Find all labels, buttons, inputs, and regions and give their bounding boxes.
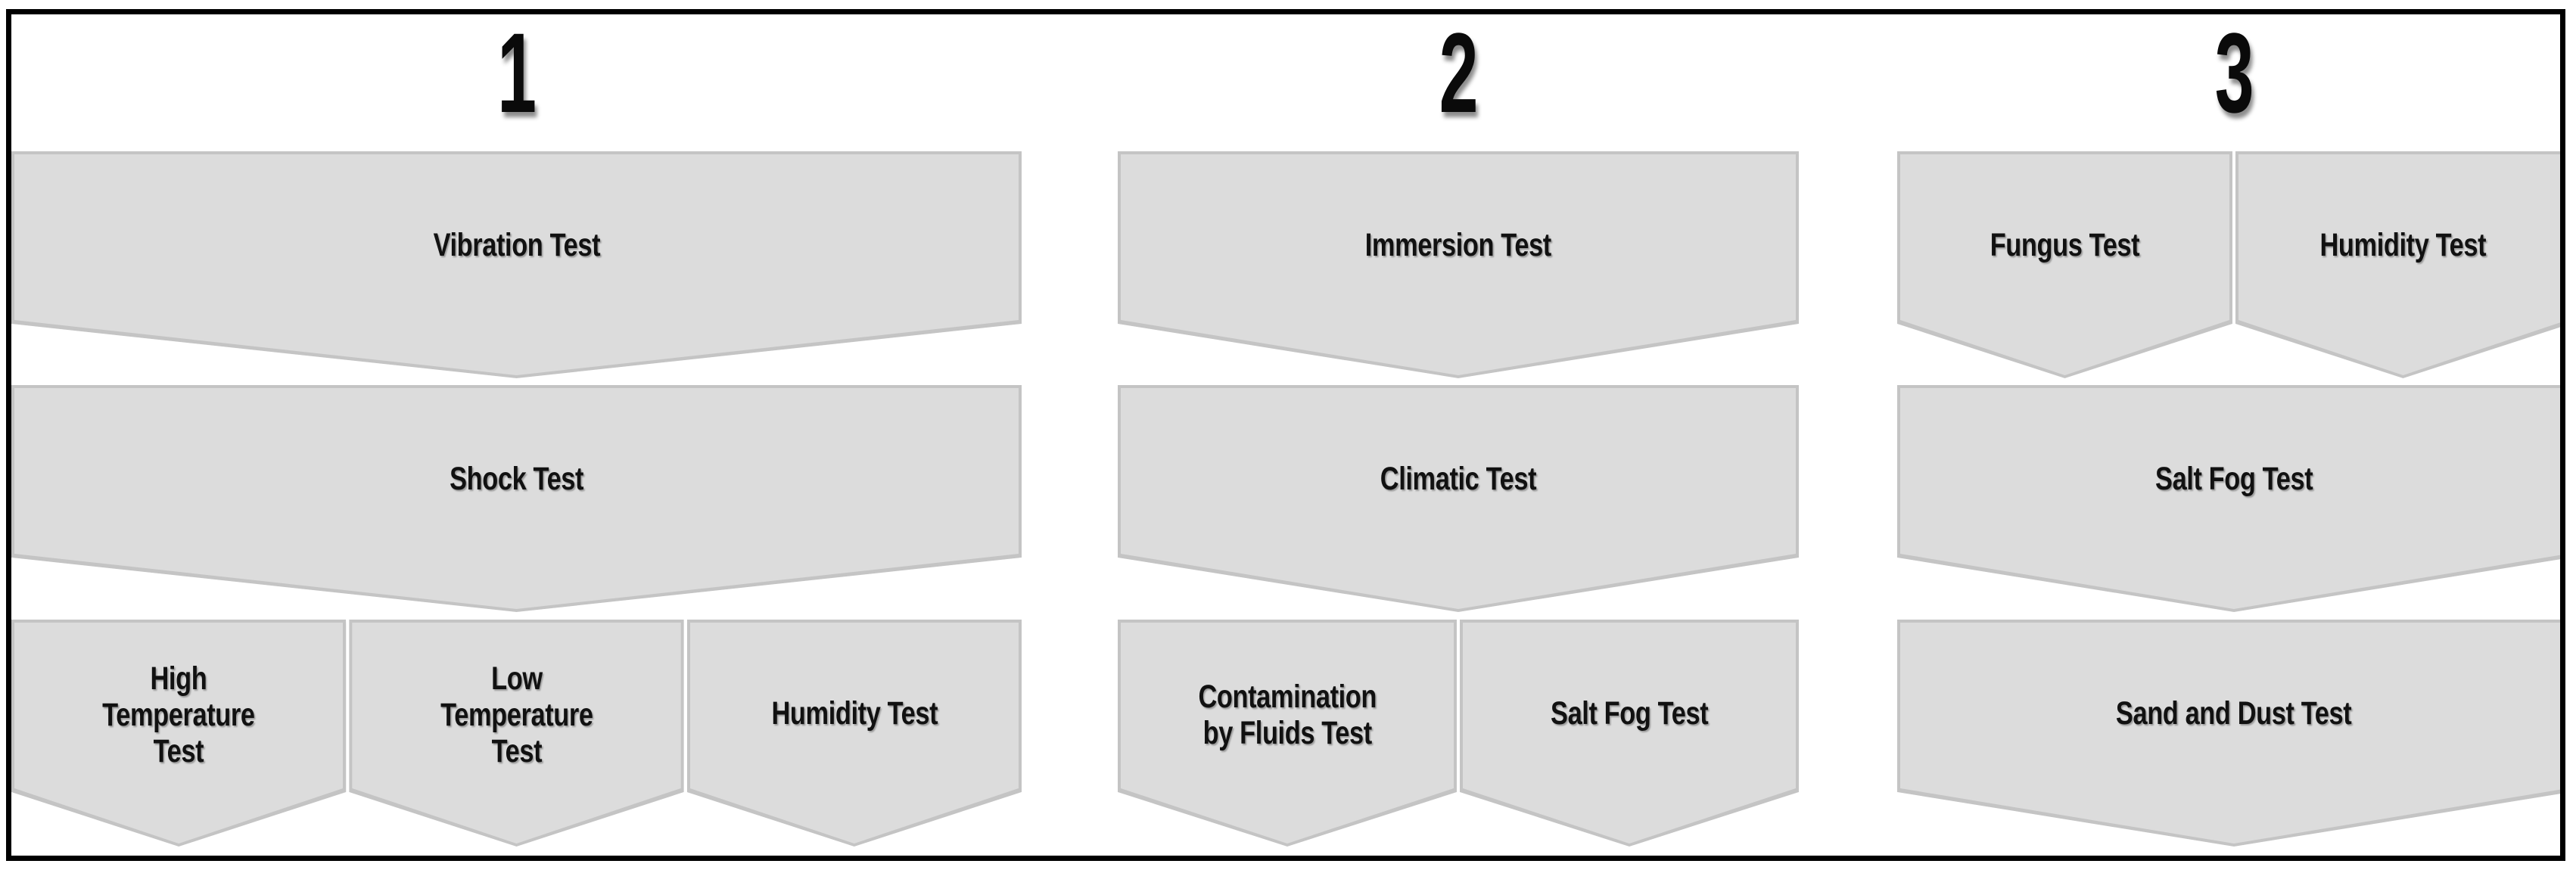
node-low-temperature-test-label: Low Temperature Test — [440, 660, 593, 770]
column-3-row-3: Sand and Dust Test — [1897, 620, 2560, 847]
node-salt-fog-test-col3-label: Salt Fog Test — [2154, 460, 2313, 497]
node-salt-fog-test-col2-label: Salt Fog Test — [1550, 694, 1709, 732]
column-1-row-3: High Temperature Test Low Temperature Te… — [11, 620, 1022, 847]
column-1-header-number: 1 — [497, 9, 537, 136]
node-high-temperature-test[interactable]: High Temperature Test — [11, 620, 347, 847]
column-3-header-number: 3 — [2214, 9, 2254, 136]
node-sand-and-dust-test[interactable]: Sand and Dust Test — [1897, 620, 2560, 847]
node-humidity-test-col3[interactable]: Humidity Test — [2235, 151, 2560, 378]
node-sand-and-dust-test-label: Sand and Dust Test — [2116, 694, 2352, 732]
column-1: 1 Vibration Test Shock Test High Tempera… — [11, 14, 1022, 856]
node-humidity-test-col3-label: Humidity Test — [2319, 226, 2487, 263]
node-climatic-test[interactable]: Climatic Test — [1118, 385, 1799, 612]
column-3-row-2: Salt Fog Test — [1897, 385, 2560, 612]
node-contamination-by-fluids-test[interactable]: Contamination by Fluids Test — [1118, 620, 1457, 847]
column-2-header-number: 2 — [1439, 9, 1479, 136]
node-fungus-test[interactable]: Fungus Test — [1897, 151, 2232, 378]
node-low-temperature-test[interactable]: Low Temperature Test — [349, 620, 684, 847]
column-1-row-1: Vibration Test — [11, 151, 1022, 378]
node-shock-test-label: Shock Test — [450, 460, 583, 497]
node-immersion-test[interactable]: Immersion Test — [1118, 151, 1799, 378]
column-2-row-3: Contamination by Fluids Test Salt Fog Te… — [1118, 620, 1799, 847]
node-immersion-test-label: Immersion Test — [1364, 226, 1552, 263]
node-salt-fog-test-col2[interactable]: Salt Fog Test — [1460, 620, 1799, 847]
node-fungus-test-label: Fungus Test — [1990, 226, 2140, 263]
node-high-temperature-test-label: High Temperature Test — [102, 660, 255, 770]
column-2: 2 Immersion Test Climatic Test Contamina… — [1118, 14, 1799, 856]
node-salt-fog-test-col3[interactable]: Salt Fog Test — [1897, 385, 2560, 612]
node-humidity-test-col1[interactable]: Humidity Test — [686, 620, 1022, 847]
node-vibration-test-label: Vibration Test — [433, 226, 600, 263]
node-contamination-by-fluids-test-label: Contamination by Fluids Test — [1198, 678, 1377, 751]
column-1-row-2: Shock Test — [11, 385, 1022, 612]
node-vibration-test[interactable]: Vibration Test — [11, 151, 1022, 378]
node-shock-test[interactable]: Shock Test — [11, 385, 1022, 612]
column-3: 3 Fungus Test Humidity Test Salt Fog Tes… — [1897, 9, 2560, 856]
column-2-row-2: Climatic Test — [1118, 385, 1799, 612]
column-2-row-1: Immersion Test — [1118, 151, 1799, 378]
node-humidity-test-col1-label: Humidity Test — [770, 694, 938, 732]
diagram-frame: 1 Vibration Test Shock Test High Tempera… — [6, 9, 2565, 861]
column-3-row-1: Fungus Test Humidity Test — [1897, 151, 2560, 378]
node-climatic-test-label: Climatic Test — [1380, 460, 1537, 497]
